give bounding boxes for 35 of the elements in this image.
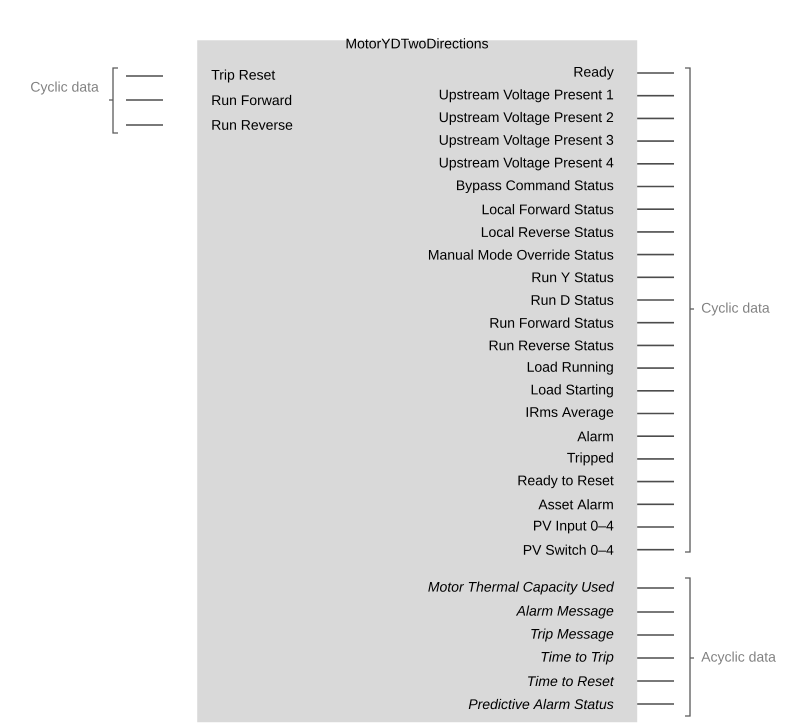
signal-name: Upstream Voltage Present 2 [440,112,614,125]
signal-name: Alarm Message [516,605,614,619]
signal-name: Trip Message [531,628,614,642]
signal-name: Run Reverse [212,120,292,130]
signal-name: Tripped [567,452,613,466]
signal-name: Run Reverse Status [490,340,614,350]
signal-name: Run D Status [532,295,614,305]
signal-name: Bypass Command Status [457,180,614,194]
signal-name: Asset Alarm [538,499,613,510]
signal-name: Trip Reset [212,69,276,83]
signal-name: Load Starting [532,384,613,398]
signal-name: Ready to Reset [518,475,614,488]
group-label: Cyclic data [702,302,770,316]
signal-name: Load Running [528,362,613,375]
signal-name: Upstream Voltage Present 4 [440,157,614,170]
signal-name: Local Forward Status [482,204,614,214]
group-label: Acyclic data [701,651,776,665]
signal-name: Local Reverse Status [482,226,614,238]
signal-name: Motor Thermal Capacity Used [428,581,614,595]
signal-name: Predictive Alarm Status [468,698,614,710]
signal-name: Ready [574,66,614,80]
signal-name: PV Switch 0–4 [524,544,614,555]
signal-name: Upstream Voltage Present 3 [440,134,614,148]
signal-name: Manual Mode Override Status [428,249,614,260]
signal-name: Upstream Voltage Present 1 [440,89,614,102]
signal-name: Run Forward Status [490,318,614,328]
signal-name: Time to Reset [528,676,614,686]
signal-name: PV Input 0–4 [534,520,614,534]
signal-name: Run Forward [212,94,292,106]
signal-name: Alarm [577,431,613,442]
signal-name: Run Y Status [532,272,614,282]
block-title: MotorYDTwoDirections [346,38,488,48]
signal-name: IRms Average [526,407,614,420]
group-label: Cyclic data [31,81,99,95]
signal-name: Time to Trip [542,651,614,665]
